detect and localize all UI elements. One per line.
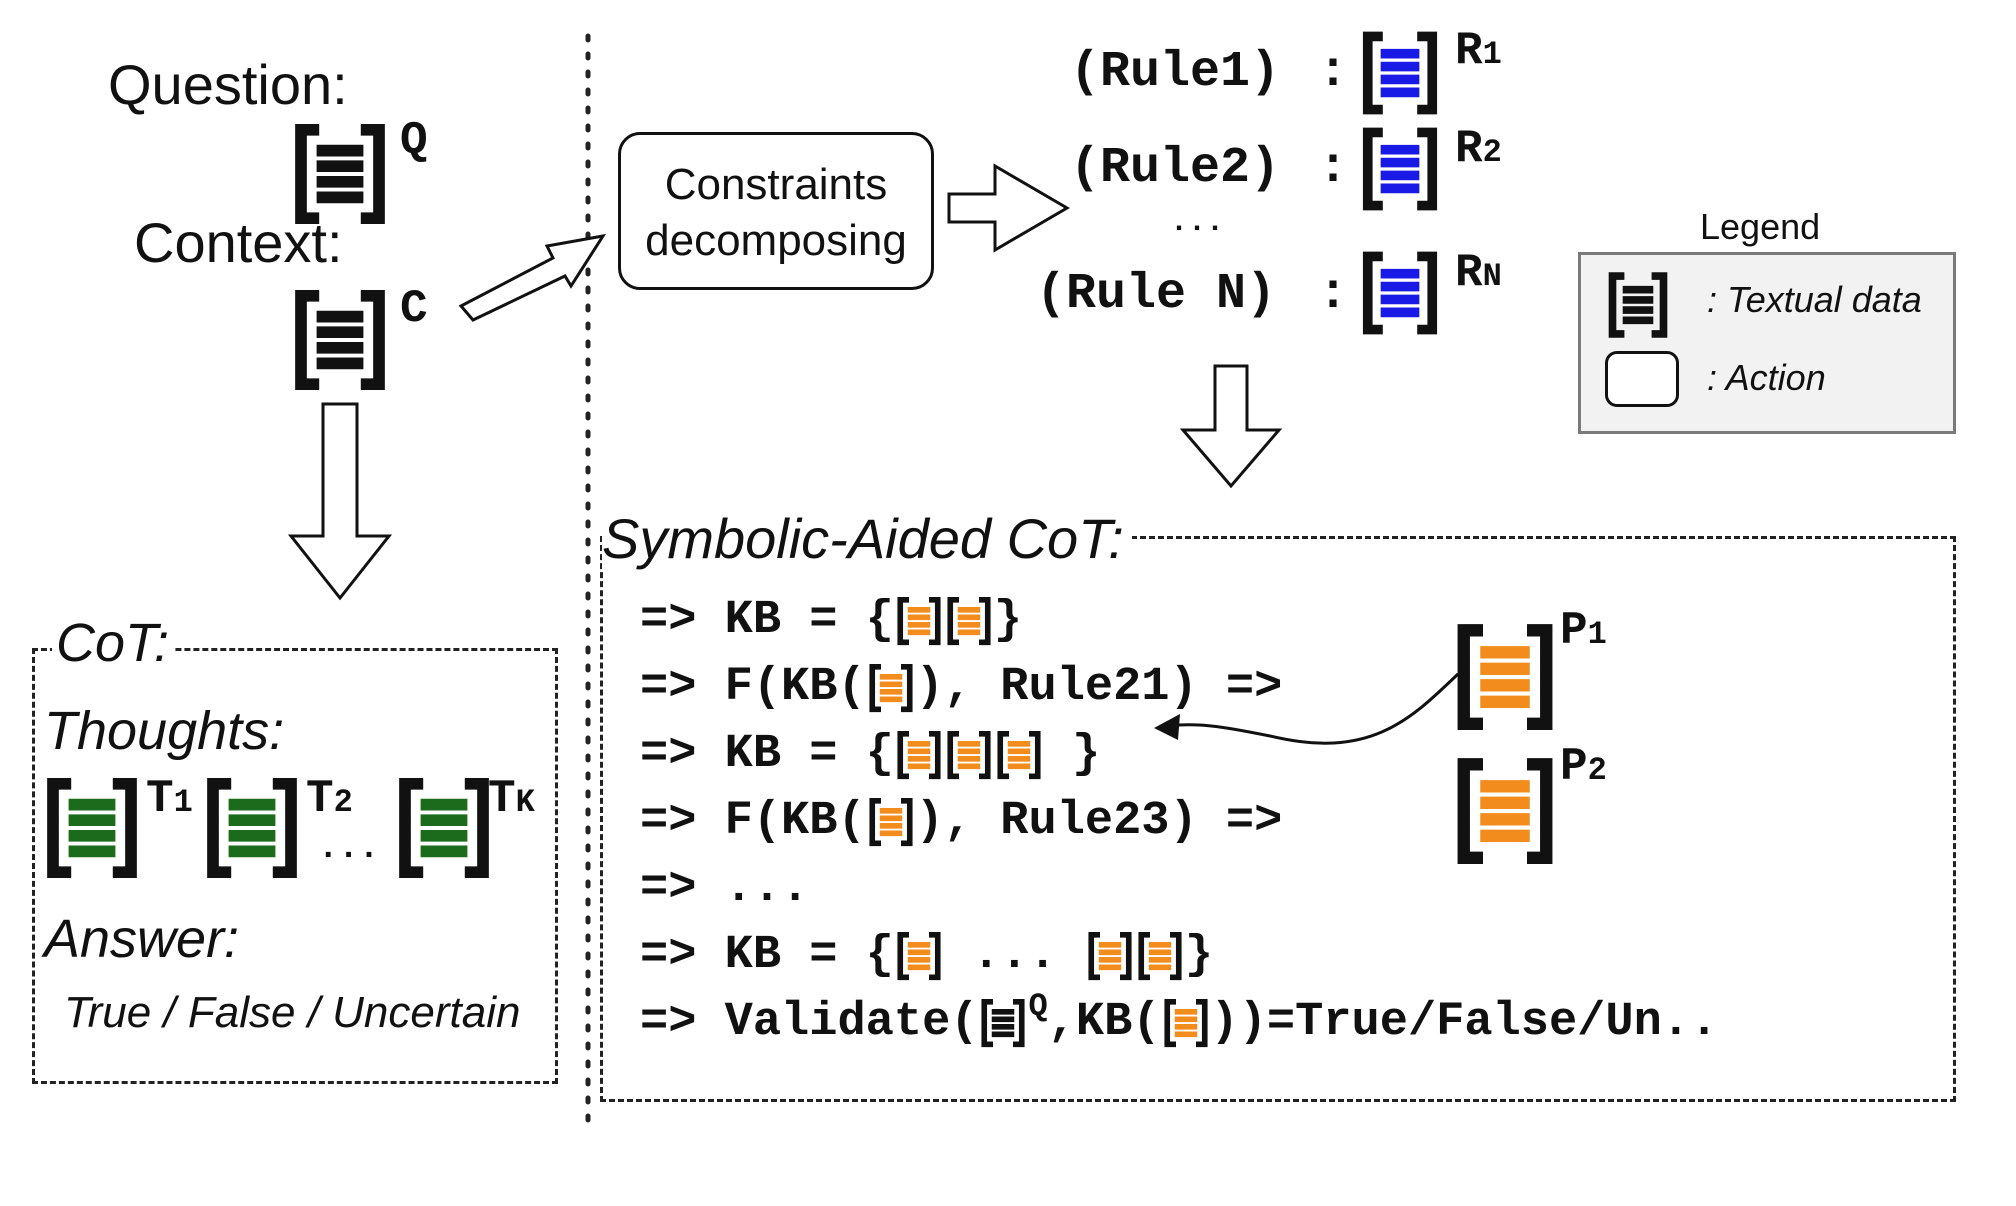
line-3-text-a: KB = { bbox=[724, 728, 894, 781]
sacot-line-5: => ... bbox=[640, 858, 809, 920]
rule-n-label: (Rule N) bbox=[1036, 266, 1277, 323]
p1-superscript: P1 bbox=[1560, 605, 1607, 657]
sacot-line-1: => KB = { } bbox=[640, 590, 1022, 652]
rule-n-superscript: RN bbox=[1455, 247, 1502, 299]
sacot-line-4: => F(KB( ), Rule23) => bbox=[640, 791, 1282, 853]
line-1-text-b: } bbox=[993, 594, 1023, 647]
context-doc-icon bbox=[288, 288, 392, 392]
context-label: Context: bbox=[134, 211, 343, 274]
line-2-arrow: => bbox=[640, 661, 697, 714]
line-6-ellipsis: ... bbox=[943, 929, 1085, 982]
question-superscript: Q bbox=[400, 115, 428, 167]
thought-2-doc-icon bbox=[200, 776, 304, 880]
legend-box: : Textual data : Action bbox=[1578, 252, 1956, 434]
legend-title: Legend bbox=[1700, 206, 1821, 247]
rule-2-doc-icon bbox=[1350, 126, 1450, 212]
legend-action-shape bbox=[1605, 351, 1679, 407]
thought-k-doc-icon bbox=[392, 776, 496, 880]
legend-textual-label: : Textual data bbox=[1707, 279, 1922, 320]
line-1-doc-icon-b bbox=[944, 596, 994, 646]
rule-2-sep: : bbox=[1318, 140, 1349, 197]
line-1-text-a: KB = { bbox=[724, 594, 894, 647]
line-6-doc-icon-c bbox=[1135, 931, 1185, 981]
arrow-down-sacot bbox=[1179, 364, 1283, 489]
cot-title: CoT: bbox=[52, 612, 174, 674]
line-1-arrow: => bbox=[640, 594, 697, 647]
line-3-doc-icon-b bbox=[944, 730, 994, 780]
curved-arrow-p1-to-kb bbox=[1154, 672, 1460, 745]
context-superscript: C bbox=[400, 283, 428, 335]
line-7-doc-icon-q bbox=[978, 998, 1028, 1048]
rule-n-sep: : bbox=[1318, 266, 1349, 323]
line-7-superscript: Q bbox=[1028, 988, 1048, 1025]
rule-2-label: (Rule2) bbox=[1070, 140, 1281, 197]
thought-k-superscript: TK bbox=[488, 773, 535, 825]
sacot-line-6: => KB = { ... } bbox=[640, 925, 1213, 987]
line-6-text-b: } bbox=[1184, 929, 1214, 982]
line-4-arrow: => bbox=[640, 795, 697, 848]
line-3-doc-icon-a bbox=[894, 730, 944, 780]
line-4-doc-icon bbox=[866, 797, 916, 847]
line-4-text-a: F(KB( bbox=[724, 795, 866, 848]
line-7-text-b: ,KB( bbox=[1047, 996, 1161, 1049]
line-3-doc-icon-c bbox=[994, 730, 1044, 780]
line-3-text-b: } bbox=[1072, 728, 1101, 781]
rule-2-superscript: R2 bbox=[1455, 123, 1502, 175]
action-line-1: Constraints bbox=[664, 160, 888, 209]
line-2-text-a: F(KB( bbox=[724, 661, 866, 714]
legend-action-label: : Action bbox=[1707, 357, 1826, 398]
line-5-text: ... bbox=[724, 862, 810, 915]
p2-doc-icon bbox=[1450, 756, 1560, 866]
thought-2-superscript: T2 bbox=[306, 773, 353, 825]
line-2-text-b: ), Rule21) => bbox=[915, 661, 1283, 714]
line-6-arrow: => bbox=[640, 929, 697, 982]
arrow-action-to-rules bbox=[947, 163, 1070, 253]
line-4-text-b: ), Rule23) => bbox=[915, 795, 1283, 848]
question-label: Question: bbox=[108, 53, 348, 116]
line-7-text-a: Validate( bbox=[724, 996, 979, 1049]
line-7-text-c: ))=True/False/Un.. bbox=[1210, 996, 1719, 1049]
action-line-2: decomposing bbox=[645, 216, 907, 265]
line-5-arrow: => bbox=[640, 862, 697, 915]
constraints-decomposing-box: Constraints decomposing bbox=[618, 132, 934, 290]
line-1-doc-icon-a bbox=[894, 596, 944, 646]
sacot-title: Symbolic-Aided CoT: bbox=[602, 506, 1132, 571]
line-3-arrow: => bbox=[640, 728, 697, 781]
line-6-text-a: KB = { bbox=[724, 929, 894, 982]
answer-text: True / False / Uncertain bbox=[64, 988, 521, 1037]
answer-label: Answer: bbox=[44, 909, 240, 969]
line-7-arrow: => bbox=[640, 996, 697, 1049]
sacot-box bbox=[600, 536, 1956, 1102]
arrow-context-to-action bbox=[458, 233, 607, 322]
thought-1-doc-icon bbox=[40, 776, 144, 880]
thoughts-label: Thoughts: bbox=[44, 701, 285, 761]
sacot-line-7: => Validate( Q ,KB( ))=True/False/Un.. bbox=[640, 988, 1719, 1054]
divider-line bbox=[585, 33, 591, 1128]
sacot-line-2: => F(KB( ), Rule21) => bbox=[640, 657, 1282, 719]
legend-doc-icon bbox=[1595, 271, 1681, 339]
rule-1-superscript: R1 bbox=[1455, 25, 1502, 77]
rule-n-doc-icon bbox=[1350, 250, 1450, 336]
thoughts-dots: ... bbox=[318, 830, 380, 868]
rules-ellipsis: ... bbox=[1170, 206, 1225, 240]
rule-1-sep: : bbox=[1318, 44, 1349, 101]
line-2-doc-icon bbox=[866, 663, 916, 713]
rule-1-label: (Rule1) bbox=[1070, 44, 1281, 101]
line-7-doc-icon bbox=[1161, 998, 1211, 1048]
sacot-line-3: => KB = { } bbox=[640, 724, 1100, 786]
arrow-down-cot bbox=[287, 402, 393, 601]
cot-box bbox=[32, 648, 558, 1084]
rule-1-doc-icon bbox=[1350, 30, 1450, 116]
p2-superscript: P2 bbox=[1560, 741, 1607, 793]
thought-1-superscript: T1 bbox=[146, 773, 193, 825]
line-6-doc-icon-b bbox=[1085, 931, 1135, 981]
line-6-doc-icon-a bbox=[894, 931, 944, 981]
